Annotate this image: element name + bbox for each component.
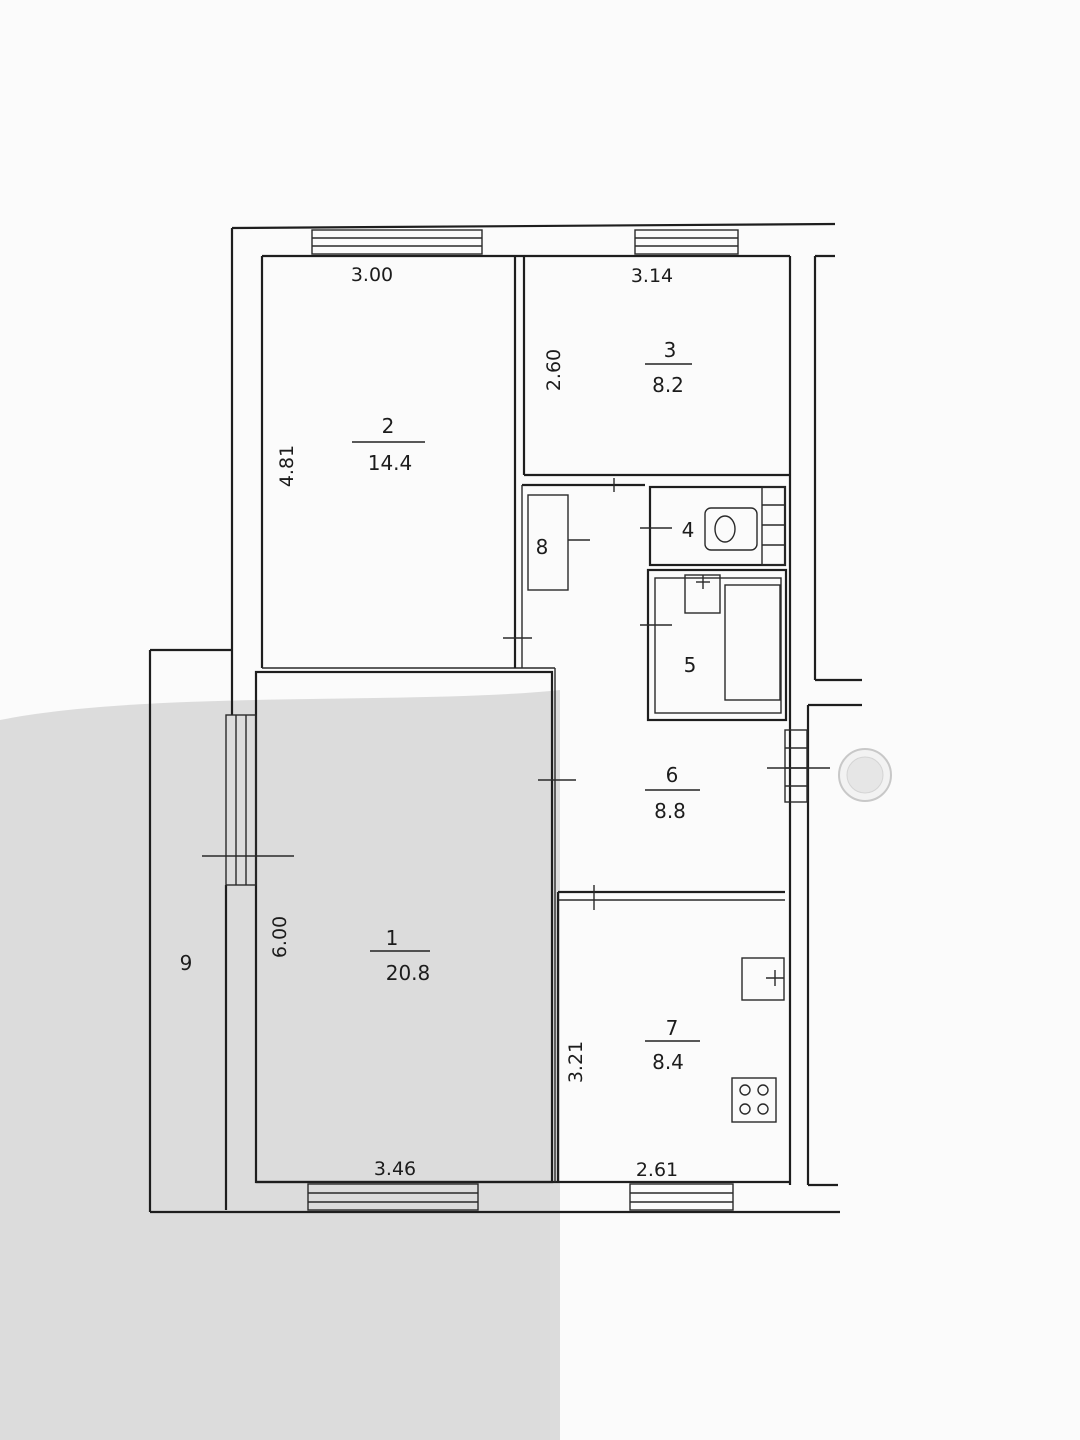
dim-room7-height: 3.21 — [565, 1041, 587, 1083]
windows — [225, 229, 739, 1211]
room-6-label: 6 8.8 — [645, 763, 700, 823]
room-6-number: 6 — [666, 763, 679, 787]
stove-icon — [731, 1077, 777, 1123]
toilet-icon — [704, 507, 758, 551]
room-3-label: 3 8.2 — [645, 338, 692, 397]
door-marks — [202, 478, 830, 910]
room-2-area: 14.4 — [368, 451, 413, 475]
room-9-number: 9 — [180, 951, 193, 975]
room-3-area: 8.2 — [652, 373, 684, 397]
sink-icon — [741, 957, 785, 1001]
room-7-number: 7 — [666, 1016, 679, 1040]
room-1-label: 1 20.8 — [370, 926, 430, 985]
room-7-label: 7 8.4 — [645, 1016, 700, 1074]
dim-top-left: 3.00 — [351, 264, 393, 286]
room-8-number: 8 — [536, 535, 549, 559]
assistive-touch-button[interactable] — [838, 748, 892, 802]
room-1-number: 1 — [386, 926, 399, 950]
bath-tap-icon — [696, 575, 710, 589]
dim-top-right: 3.14 — [631, 265, 673, 287]
photo-shadow — [0, 690, 560, 1440]
room-9-outline — [148, 648, 232, 1212]
dim-room2-height: 4.81 — [276, 445, 298, 487]
room-2-number: 2 — [382, 414, 395, 438]
room-2-label: 2 14.4 — [352, 414, 425, 475]
room-7-area: 8.4 — [652, 1050, 684, 1074]
room-5-number: 5 — [684, 653, 697, 677]
room-1-area: 20.8 — [386, 961, 431, 985]
room-4-number: 4 — [682, 518, 695, 542]
room-3-number: 3 — [664, 338, 677, 362]
inner-walls — [513, 256, 808, 1182]
dim-bottom-right: 2.61 — [636, 1159, 678, 1181]
room-1-outline — [254, 667, 556, 1184]
dim-room3-height: 2.60 — [543, 349, 565, 391]
room-6-area: 8.8 — [654, 799, 686, 823]
dim-room1-height: 6.00 — [269, 916, 291, 958]
dim-bottom-left: 3.46 — [374, 1158, 416, 1180]
